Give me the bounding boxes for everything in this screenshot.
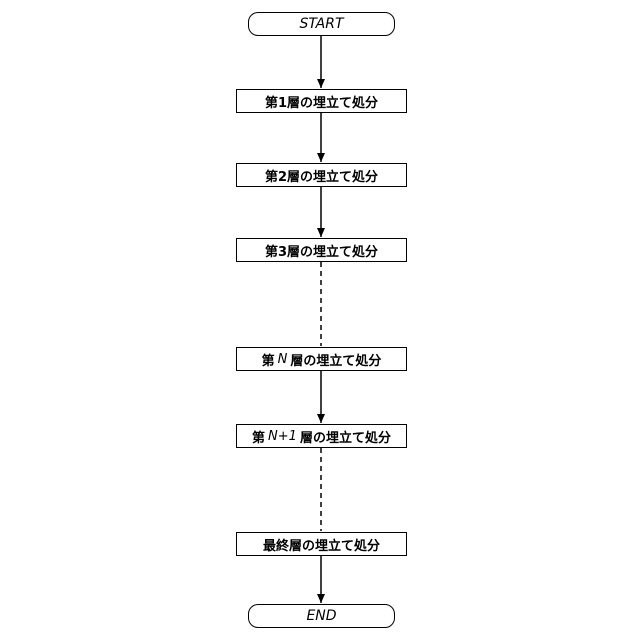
start-label: START [299, 16, 343, 32]
step-layer-n-plus-1-prefix: 第 [252, 427, 265, 446]
step-layer-n-plus-1-variable: N+1 [268, 429, 297, 444]
step-layer-n-plus-1-suffix: 層の埋立て処分 [300, 427, 391, 446]
step-layer-3-label: 第3層の埋立て処分 [265, 241, 378, 260]
step-layer-n-plus-1: 第 N+1 層の埋立て処分 [236, 424, 407, 448]
step-layer-3: 第3層の埋立て処分 [236, 238, 407, 262]
start-terminal: START [248, 12, 395, 36]
step-layer-n-suffix: 層の埋立て処分 [290, 350, 381, 369]
step-layer-1-label: 第1層の埋立て処分 [265, 92, 378, 111]
end-label: END [306, 608, 336, 624]
step-layer-1: 第1層の埋立て処分 [236, 89, 407, 113]
step-layer-n-prefix: 第 [262, 350, 275, 369]
step-final-layer-label: 最終層の埋立て処分 [263, 535, 380, 554]
end-terminal: END [248, 604, 395, 628]
step-layer-2-label: 第2層の埋立て処分 [265, 166, 378, 185]
step-layer-2: 第2層の埋立て処分 [236, 163, 407, 187]
step-layer-n-variable: N [278, 352, 288, 367]
step-final-layer: 最終層の埋立て処分 [236, 532, 407, 556]
step-layer-n: 第 N 層の埋立て処分 [236, 347, 407, 371]
